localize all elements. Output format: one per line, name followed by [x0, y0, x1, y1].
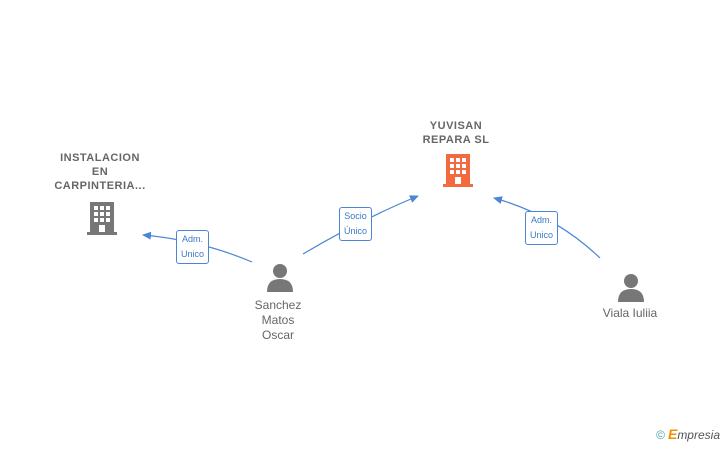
node-yuvisan-label[interactable]: YUVISAN REPARA SL [422, 120, 490, 146]
node-instalacion-label[interactable]: INSTALACION EN CARPINTERIA... [54, 152, 146, 192]
node-viala-label[interactable]: Viala Iuliia [602, 306, 658, 320]
person-icon[interactable] [616, 272, 646, 302]
edge-label-adm-unico: Adm. Unico [525, 211, 559, 245]
node-sanchez-label[interactable]: Sanchez Matos Oscar [254, 298, 302, 342]
edge-label-socio-unico: Socio Único [339, 207, 373, 241]
building-icon[interactable] [86, 200, 118, 236]
building-icon[interactable] [442, 152, 474, 188]
copyright-symbol: © [656, 428, 665, 442]
edge-label-adm-unico: Adm. Unico [176, 230, 210, 264]
empresia-logo: ©Empresia [656, 426, 720, 442]
person-icon[interactable] [265, 262, 295, 292]
